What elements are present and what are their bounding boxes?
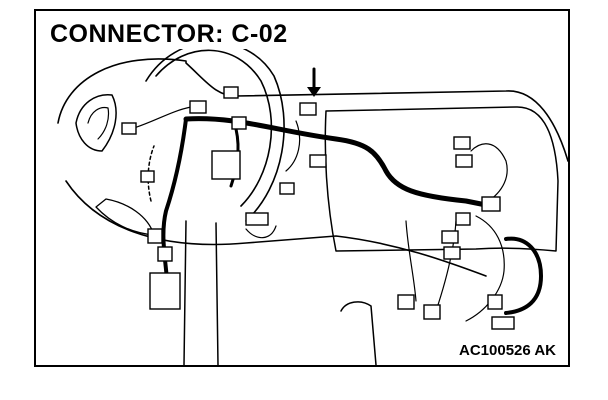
connector-arrow-head <box>307 87 321 97</box>
connector <box>140 170 155 183</box>
connector <box>149 272 181 310</box>
dashboard-lower-edge <box>65 180 487 277</box>
wire-4 <box>435 220 457 312</box>
left-vent-inner <box>87 106 110 140</box>
steering-wheel <box>155 49 273 207</box>
lower-left-panel <box>95 198 155 236</box>
connector <box>189 100 207 114</box>
connector <box>441 230 459 244</box>
center-console <box>183 220 219 365</box>
steering-wheel-rim <box>145 41 285 222</box>
wire-5 <box>465 215 505 322</box>
wire-2 <box>285 120 301 172</box>
harness-left-drop <box>161 117 188 293</box>
connector <box>443 246 461 260</box>
connector <box>309 154 327 168</box>
wire-3 <box>405 220 417 302</box>
connector <box>211 150 241 180</box>
right-panel <box>324 106 559 252</box>
connector <box>231 116 247 130</box>
connector <box>455 154 473 168</box>
connector-c02 <box>299 102 317 116</box>
wire-6 <box>470 143 508 204</box>
connector <box>157 246 173 262</box>
diagram-title: CONNECTOR: C-02 <box>50 20 292 49</box>
connector <box>453 136 471 150</box>
connector <box>397 294 415 310</box>
glovebox <box>340 301 377 365</box>
diagram-frame: CONNECTOR: C-02 <box>34 9 570 367</box>
connector <box>455 212 471 226</box>
connector <box>279 182 295 195</box>
connector <box>481 196 501 212</box>
connector <box>121 122 137 135</box>
connector <box>491 316 515 330</box>
connector <box>223 86 239 99</box>
connector <box>487 294 503 310</box>
left-vent <box>75 94 117 152</box>
wiring-illustration <box>57 41 568 365</box>
dashboard-outline <box>57 58 568 162</box>
connector <box>245 212 269 226</box>
harness-lower-right <box>504 236 543 315</box>
wire-7 <box>245 225 277 239</box>
connector <box>423 304 441 320</box>
wire-1 <box>130 106 192 130</box>
figure-code: AC100526 AK <box>456 342 556 359</box>
connector <box>147 228 163 244</box>
